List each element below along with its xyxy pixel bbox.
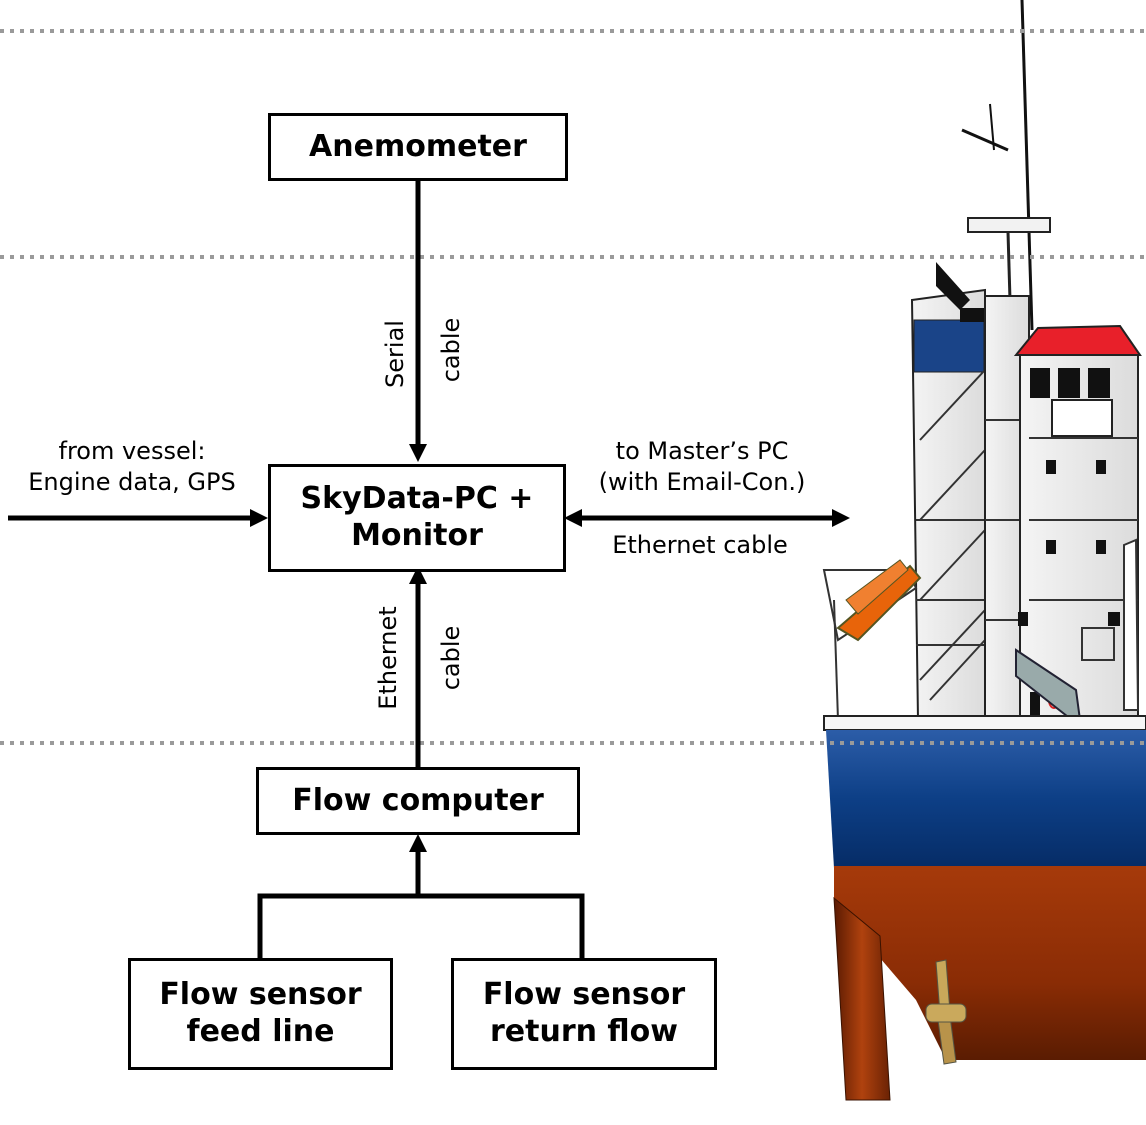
node-anemometer-label: Anemometer [309,128,527,164]
edge-sensors-flow [257,893,585,958]
node-return-line2: return flow [490,1014,678,1049]
master-out-below-label: Ethernet cable [612,531,788,559]
node-skydata-line1: SkyData-PC + [300,481,534,517]
bridge-roof [1013,324,1142,356]
flow-edge-label-right: cable [437,625,465,691]
node-skydata-pc: SkyData-PC + Monitor [268,464,566,572]
hull-lower [834,866,1146,1060]
propeller [925,959,967,1065]
vessel-in-line1: from vessel: [58,437,206,465]
node-flow-computer: Flow computer [256,767,580,835]
rudder [833,896,891,1101]
hull-upper [826,730,1146,868]
master-out-label: to Master’s PC (with Email-Con.) [572,436,832,498]
anemometer-edge-label-left: Serial [381,320,409,388]
node-feed-line1: Flow sensor [159,977,362,1013]
master-out-line1: to Master’s PC [615,437,789,465]
vessel-in-label: from vessel: Engine data, GPS [0,436,264,498]
node-flow-sensor-return: Flow sensor return flow [451,958,717,1070]
mast [1020,0,1034,331]
node-anemometer: Anemometer [268,113,568,181]
node-feed-line2: feed line [186,1014,335,1049]
node-skydata-line2: Monitor [351,518,483,553]
vessel-in-line2: Engine data, GPS [28,468,236,497]
node-flow-computer-label: Flow computer [292,782,544,818]
node-return-line1: Flow sensor [482,977,686,1013]
master-out-line2: (with Email-Con.) [598,468,806,497]
node-flow-sensor-feed: Flow sensor feed line [128,958,393,1070]
flow-edge-label-left: Ethernet [374,606,402,710]
anemometer-edge-label-right: cable [437,317,465,383]
